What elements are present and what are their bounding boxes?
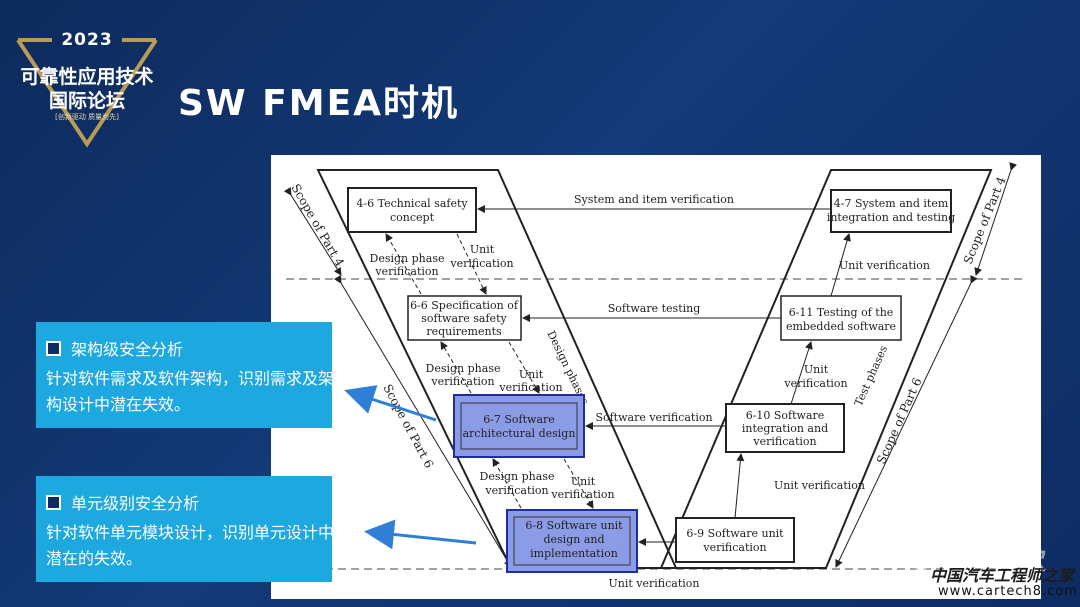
sw-testing-label: Software testing	[608, 302, 701, 315]
svg-text:architectural design: architectural design	[463, 427, 576, 440]
svg-text:6-11 Testing of the: 6-11 Testing of the	[789, 306, 894, 319]
svg-text:integration and: integration and	[742, 422, 828, 435]
svg-text:verification: verification	[498, 381, 562, 394]
watermark-url: www.cartech8.com	[938, 584, 1078, 599]
forum-logo: 2023 可靠性应用技术 国际论坛 [创新驱动 质量为先]	[12, 24, 162, 149]
callout-architecture-title: 架构级安全分析	[71, 340, 184, 359]
callout-unit-title: 单元级别安全分析	[71, 494, 200, 513]
svg-text:integration and testing: integration and testing	[827, 211, 955, 224]
callout-architecture-heading: 架构级安全分析	[46, 336, 183, 360]
svg-text:verification: verification	[550, 488, 614, 501]
callout-unit-heading: 单元级别安全分析	[46, 490, 199, 514]
callout-unit-analysis: 单元级别安全分析 针对软件单元模块设计，识别单元设计中潜在的失效。	[36, 476, 334, 582]
up-arrow-611-47	[830, 233, 851, 297]
bullet-square-icon	[46, 494, 61, 510]
svg-text:4-6 Technical safety: 4-6 Technical safety	[356, 197, 468, 210]
svg-text:design and: design and	[543, 533, 604, 546]
svg-text:verification: verification	[449, 257, 513, 270]
svg-text:Unit: Unit	[571, 475, 596, 488]
svg-text:Unit: Unit	[519, 368, 544, 381]
logo-line1: 可靠性应用技术	[20, 66, 154, 88]
up-arrow-610-611	[790, 341, 813, 405]
wechat-icon	[895, 545, 932, 570]
unit-verif-bottom-label: Unit verification	[609, 577, 700, 590]
scope4-left-arrow	[283, 186, 342, 276]
dpv2-arrow	[440, 341, 472, 394]
svg-text:verification: verification	[752, 435, 816, 448]
svg-text:6-7 Software: 6-7 Software	[483, 413, 555, 426]
unit-verif-r3-label: Unit verification	[774, 479, 865, 492]
unit-verif-r1-label: Unit verification	[839, 259, 930, 272]
box-6-7-highlighted: 6-7 Software architectural design	[453, 394, 585, 458]
svg-text:4-7 System and item: 4-7 System and item	[834, 197, 949, 210]
logo-year: 2023	[61, 30, 113, 50]
logo-tagline: [创新驱动 质量为先]	[55, 113, 119, 121]
box-6-11: 6-11 Testing of the embedded software	[780, 295, 902, 341]
svg-text:verification: verification	[374, 265, 438, 278]
scope4-right-arrow	[974, 162, 1018, 276]
scope4-right-label: Scope of Part 4	[961, 174, 1009, 266]
scope6-right-arrow	[835, 274, 978, 568]
box-6-9: 6-9 Software unit verification	[675, 517, 795, 563]
box-4-6: 4-6 Technical safety concept	[347, 187, 477, 233]
svg-text:6-6 Specification of: 6-6 Specification of	[410, 299, 519, 312]
callout-architecture-analysis: 架构级安全分析 针对软件需求及软件架构，识别需求及架构设计中潜在失效。	[36, 322, 334, 428]
svg-text:verification: verification	[783, 377, 847, 390]
svg-text:Design phase: Design phase	[370, 252, 445, 265]
watermark-site-cn: 中国汽车工程师之家	[930, 566, 1075, 585]
watermark: 同可工软 中国汽车工程师之家 www.cartech8.com	[888, 538, 1078, 604]
v-right-arm	[659, 169, 993, 569]
slide-title: SW FMEA时机	[178, 83, 460, 124]
up-arrow-69-610	[734, 453, 745, 519]
svg-text:Design phase: Design phase	[480, 470, 555, 483]
sw-verif-label: Software verification	[595, 411, 712, 424]
sys-item-verif-label: System and item verification	[574, 193, 734, 206]
box-6-10: 6-10 Software integration and verificati…	[725, 403, 845, 453]
bullet-square-icon	[46, 340, 61, 356]
svg-text:embedded software: embedded software	[786, 320, 896, 333]
test-phases-label: Test phases	[852, 343, 890, 408]
v-model-diagram: Scope of Part 4 Scope of Part 4 Scope of…	[271, 155, 1041, 599]
box-4-7: 4-7 System and item integration and test…	[827, 189, 955, 233]
logo-frame-icon	[16, 38, 158, 148]
watermark-brand: 同可工软	[942, 546, 1047, 576]
svg-text:requirements: requirements	[426, 325, 502, 338]
svg-text:verification: verification	[430, 375, 494, 388]
svg-text:software safety: software safety	[421, 312, 507, 325]
svg-text:6-8 Software unit: 6-8 Software unit	[525, 519, 623, 532]
callout-unit-body: 针对软件单元模块设计，识别单元设计中潜在的失效。	[46, 523, 335, 568]
dpv1-arrow	[385, 233, 422, 295]
svg-text:6-9 Software unit: 6-9 Software unit	[686, 527, 784, 540]
svg-text:Unit: Unit	[470, 243, 495, 256]
svg-text:concept: concept	[390, 211, 435, 224]
svg-text:6-10 Software: 6-10 Software	[746, 409, 825, 422]
svg-text:implementation: implementation	[530, 547, 618, 560]
uv2-arrow	[508, 341, 540, 394]
svg-text:verification: verification	[484, 484, 548, 497]
logo-line2: 国际论坛	[48, 90, 125, 112]
callout-architecture-body: 针对软件需求及软件架构，识别需求及架构设计中潜在失效。	[46, 369, 335, 414]
scope6-left-arrow	[333, 274, 512, 568]
svg-text:Unit: Unit	[804, 363, 829, 376]
scope4-left-label: Scope of Part 4	[288, 182, 347, 270]
svg-text:verification: verification	[702, 541, 766, 554]
dpv3-arrow	[492, 458, 522, 509]
uv3-arrow	[563, 458, 594, 509]
box-6-6: 6-6 Specification of software safety req…	[407, 295, 522, 341]
v-model-svg: Scope of Part 4 Scope of Part 4 Scope of…	[283, 162, 1026, 590]
box-6-8-highlighted: 6-8 Software unit design and implementat…	[506, 509, 638, 573]
svg-text:Design phase: Design phase	[426, 362, 501, 375]
